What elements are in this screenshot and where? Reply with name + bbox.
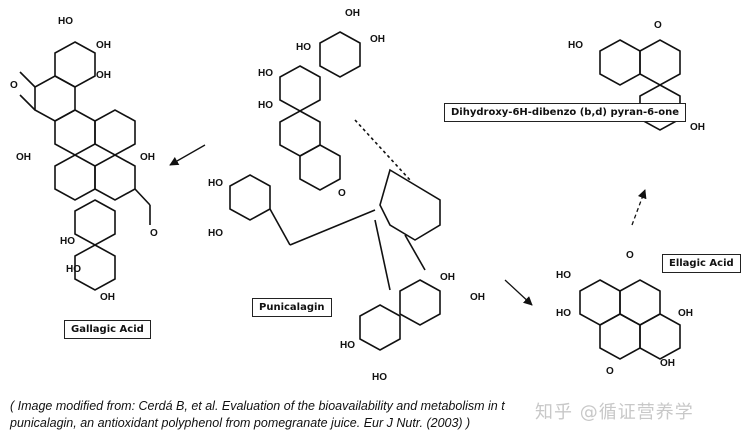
gallagic-acid-structure [19,41,151,291]
ellagic-acid-label: Ellagic Acid [662,254,741,273]
ring [94,109,136,156]
urolithin-label: Dihydroxy-6H-dibenzo (b,d) pyran-6-one [444,103,686,122]
ring [319,31,361,78]
ring [74,199,116,246]
atom-label: O [10,80,18,91]
arrow-to-gallagic-acid [169,144,206,166]
atom-label: HO [258,68,273,79]
ring [94,154,136,201]
ring [54,154,96,201]
atom-label: O [654,20,662,31]
ring [619,279,661,326]
atom-label: OH [16,152,31,163]
urolithin-structure [599,39,681,131]
arrow-to-urolithin [631,189,647,226]
ring [299,144,341,191]
punicalagin-structure [229,31,441,351]
atom-label: OH [370,34,385,45]
atom-label: HO [208,228,223,239]
atom-label: OH [678,308,693,319]
atom-label: HO [296,42,311,53]
atom-label: OH [440,272,455,283]
ring [279,65,321,112]
atom-label: OH [690,122,705,133]
atom-label: OH [100,292,115,303]
atom-label: HO [340,340,355,351]
figure-caption: ( Image modified from: Cerdá B, et al. E… [10,398,570,432]
watermark: 知乎 @循证营养学 [535,402,694,423]
ring [74,244,116,291]
ring [639,313,681,360]
ring [639,39,681,86]
atom-label: HO [568,40,583,51]
atom-label: OH [140,152,155,163]
caption-line-2: punicalagin, an antioxidant polyphenol f… [10,416,471,430]
gallagic-acid-label: Gallagic Acid [64,320,151,339]
atom-label: OH [96,40,111,51]
atom-label: HO [58,16,73,27]
ring [599,39,641,86]
atom-label: OH [96,70,111,81]
ring [579,279,621,326]
ring [399,279,441,326]
atom-label: O [150,228,158,239]
atom-label: O [606,366,614,377]
ring [54,41,96,88]
ring [229,174,271,221]
atom-label: HO [208,178,223,189]
atom-label: HO [556,270,571,281]
atom-label: O [626,250,634,261]
ellagic-acid-structure [579,279,681,360]
punicalagin-label: Punicalagin [252,298,332,317]
atom-label: HO [556,308,571,319]
atom-labels: HO OH OH OH OH HO HO OH O O HO OH OH HO … [10,8,705,383]
ring [639,84,681,131]
ring [279,110,321,157]
ring [359,304,401,351]
atom-label: O [338,188,346,199]
atom-label: OH [660,358,675,369]
atom-label: HO [60,236,75,247]
atom-label: OH [345,8,360,19]
ring [599,313,641,360]
ring [54,109,96,156]
atom-label: HO [66,264,81,275]
arrow-to-ellagic-acid [504,279,533,306]
atom-label: HO [258,100,273,111]
atom-label: OH [470,292,485,303]
atom-label: HO [372,372,387,383]
ring [379,168,441,241]
caption-line-1: ( Image modified from: Cerdá B, et al. E… [10,399,505,413]
ring [34,75,76,122]
